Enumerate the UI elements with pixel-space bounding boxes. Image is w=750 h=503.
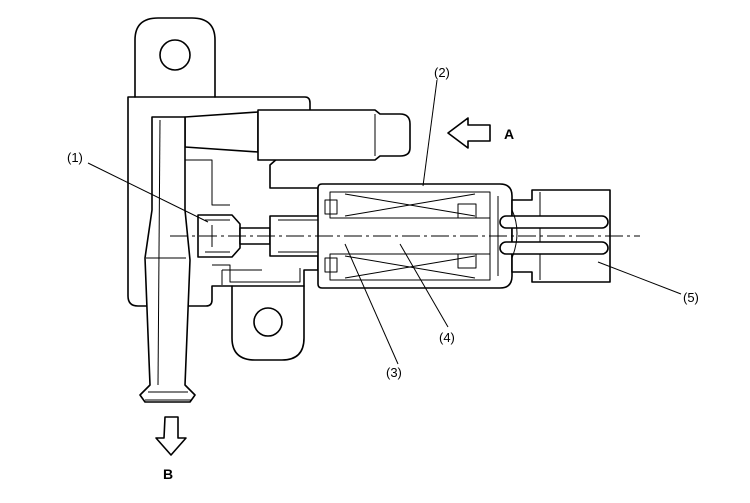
- flow-label-a: A: [504, 126, 515, 142]
- valve-body-outline: [127, 96, 319, 307]
- internal-passage: [185, 159, 301, 285]
- callout-label-5: (5): [683, 290, 699, 305]
- inlet-nozzle: [184, 109, 411, 161]
- callout-label-4: (4): [439, 330, 455, 345]
- flow-arrow-a: [447, 117, 491, 149]
- leader-lines: [87, 79, 682, 365]
- callout-label-2: (2): [434, 65, 450, 80]
- top-mounting-ear: [134, 17, 216, 98]
- callout-label-1: (1): [67, 150, 83, 165]
- valve-nozzle-1: [197, 214, 271, 258]
- outlet-pipe: [139, 116, 196, 403]
- callout-label-3: (3): [386, 365, 402, 380]
- flow-arrow-b: [155, 416, 187, 456]
- bottom-mounting-ear: [231, 285, 305, 361]
- flow-label-b: B: [163, 466, 174, 482]
